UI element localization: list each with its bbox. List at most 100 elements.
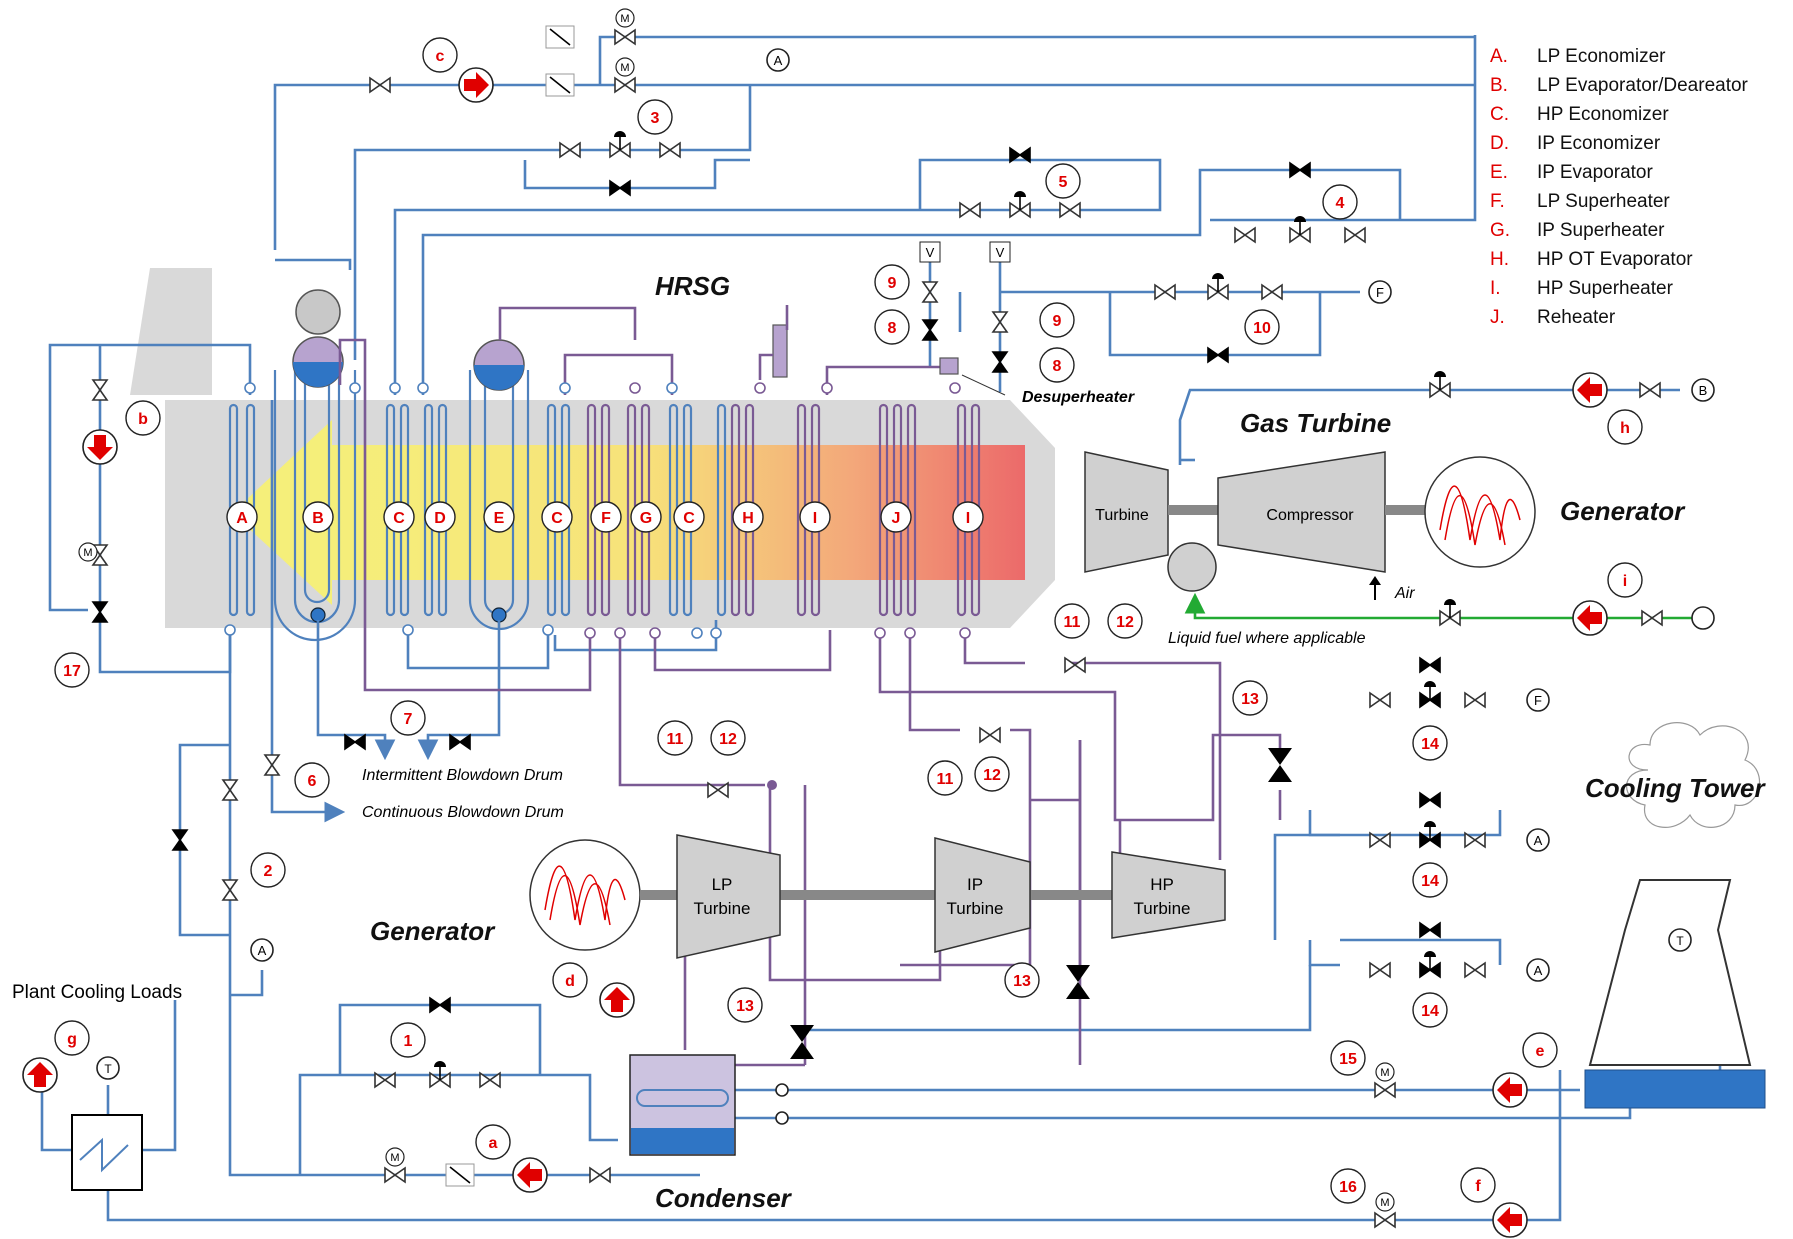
- valve-number-n7: 7: [390, 700, 426, 736]
- cooling-tower-title: Cooling Tower: [1585, 773, 1766, 803]
- motor-marker-label-5: M: [1380, 1197, 1389, 1209]
- legend-label-2: HP Economizer: [1537, 104, 1669, 125]
- svg-text:5: 5: [1059, 174, 1068, 191]
- continuous-blowdown-label: Continuous Blowdown Drum: [362, 804, 564, 821]
- valve-number-n13a: 13: [1232, 680, 1268, 716]
- ip-drum: [473, 339, 525, 623]
- pump-label-f: f: [1460, 1167, 1496, 1203]
- valve-number-n11b: 11: [927, 760, 963, 796]
- svg-text:1: 1: [404, 1033, 413, 1050]
- svg-text:b: b: [138, 411, 148, 428]
- legend-key-0: A.: [1490, 46, 1508, 67]
- temp-sensor-loads: T: [104, 1062, 112, 1076]
- liquid-fuel-pipe: [1184, 592, 1700, 620]
- valve-number-n10: 10: [1244, 309, 1280, 345]
- svg-text:H: H: [742, 510, 754, 527]
- motor-marker-label-0: M: [620, 13, 629, 25]
- motor-marker-1: [615, 57, 635, 77]
- gt-compressor-label: Compressor: [1266, 507, 1354, 524]
- legend-label-6: IP Superheater: [1537, 220, 1665, 241]
- svg-text:G: G: [640, 510, 652, 527]
- svg-text:B: B: [312, 510, 324, 527]
- gas-flow-arrowhead: [232, 420, 332, 605]
- valve-number-n1: 1: [390, 1022, 426, 1058]
- steam-turbines: [529, 834, 1226, 959]
- valve-number-n14c: 14: [1412, 992, 1448, 1028]
- svg-text:h: h: [1620, 420, 1630, 437]
- connectors: A A F F A A B V V T T: [96, 48, 1715, 1080]
- legend-label-7: HP OT Evaporator: [1537, 249, 1693, 270]
- svg-text:F: F: [601, 510, 611, 527]
- motor-marker-0: [615, 8, 635, 28]
- vent-v1: V: [926, 245, 935, 260]
- steam-nozzles: [584, 382, 971, 639]
- pump-label-b: b: [125, 400, 161, 436]
- desuperheater-body: [939, 357, 959, 375]
- svg-text:14: 14: [1421, 873, 1439, 890]
- legend-label-0: LP Economizer: [1537, 46, 1666, 67]
- svg-text:14: 14: [1421, 1003, 1439, 1020]
- ip-turbine-label-2: Turbine: [946, 899, 1003, 918]
- svg-text:7: 7: [404, 711, 413, 728]
- legend-key-1: B.: [1490, 75, 1508, 96]
- valve-number-n5: 5: [1045, 163, 1081, 199]
- valve-number-n12b: 12: [974, 756, 1010, 792]
- connector-a-left: A: [258, 943, 267, 958]
- svg-text:11: 11: [667, 731, 684, 748]
- desuperheater-label: Desuperheater: [1022, 389, 1135, 406]
- valve-number-n16: 16: [1330, 1168, 1366, 1204]
- svg-text:d: d: [565, 973, 575, 990]
- legend-label-3: IP Economizer: [1537, 133, 1661, 154]
- valve-number-n9b: 9: [1039, 302, 1075, 338]
- motor-marker-3: [385, 1147, 405, 1167]
- valve-number-n14a: 14: [1412, 725, 1448, 761]
- svg-text:i: i: [1623, 573, 1627, 590]
- hrsg-section-f-6: F: [590, 501, 622, 533]
- valve-number-n13b: 13: [1004, 962, 1040, 998]
- svg-text:12: 12: [983, 767, 1001, 784]
- hrsg-section-c-8: C: [673, 501, 705, 533]
- connector-a-r1: A: [1534, 833, 1543, 848]
- lp-drum: [292, 289, 344, 623]
- motor-marker-5: [1375, 1192, 1395, 1212]
- svg-text:13: 13: [736, 998, 754, 1015]
- svg-text:J: J: [892, 510, 901, 527]
- legend-key-6: G.: [1490, 220, 1510, 241]
- valve-number-n3: 3: [637, 99, 673, 135]
- svg-text:10: 10: [1253, 320, 1271, 337]
- valve-number-n14b: 14: [1412, 862, 1448, 898]
- svg-text:11: 11: [937, 771, 954, 788]
- motor-marker-label-4: M: [1380, 1067, 1389, 1079]
- pump-label-c: c: [422, 37, 458, 73]
- connector-a-r2: A: [1534, 963, 1543, 978]
- air-label: Air: [1394, 585, 1415, 602]
- legend-label-5: LP Superheater: [1537, 191, 1670, 212]
- stack-chimney: [130, 268, 212, 395]
- svg-text:9: 9: [1053, 313, 1062, 330]
- svg-text:C: C: [551, 510, 563, 527]
- gt-turbine-label: Turbine: [1095, 507, 1149, 524]
- hrsg-section-g-7: G: [630, 501, 662, 533]
- connector-f-top: F: [1376, 285, 1384, 300]
- hrsg-section-h-9: H: [732, 501, 764, 533]
- motor-marker-label-1: M: [620, 62, 629, 74]
- legend-key-7: H.: [1490, 249, 1509, 270]
- valve-number-n4: 4: [1322, 184, 1358, 220]
- svg-text:17: 17: [63, 663, 81, 680]
- svg-text:14: 14: [1421, 736, 1439, 753]
- valve-number-n17: 17: [54, 652, 90, 688]
- pump-label-d: d: [552, 962, 588, 998]
- plant-cooling-hx: [71, 1114, 143, 1191]
- svg-text:a: a: [489, 1135, 498, 1152]
- valve-number-n9a: 9: [874, 264, 910, 300]
- cooling-tower: [1584, 722, 1766, 1109]
- condenser-title: Condenser: [655, 1183, 793, 1213]
- hrsg-section-b-1: B: [302, 501, 334, 533]
- hp-separator: [772, 324, 788, 378]
- hrsg-section-i-10: I: [799, 501, 831, 533]
- lp-turbine-label-1: LP: [712, 875, 733, 894]
- gt-generator-title: Generator: [1560, 496, 1686, 526]
- valve-number-n12a: 12: [710, 720, 746, 756]
